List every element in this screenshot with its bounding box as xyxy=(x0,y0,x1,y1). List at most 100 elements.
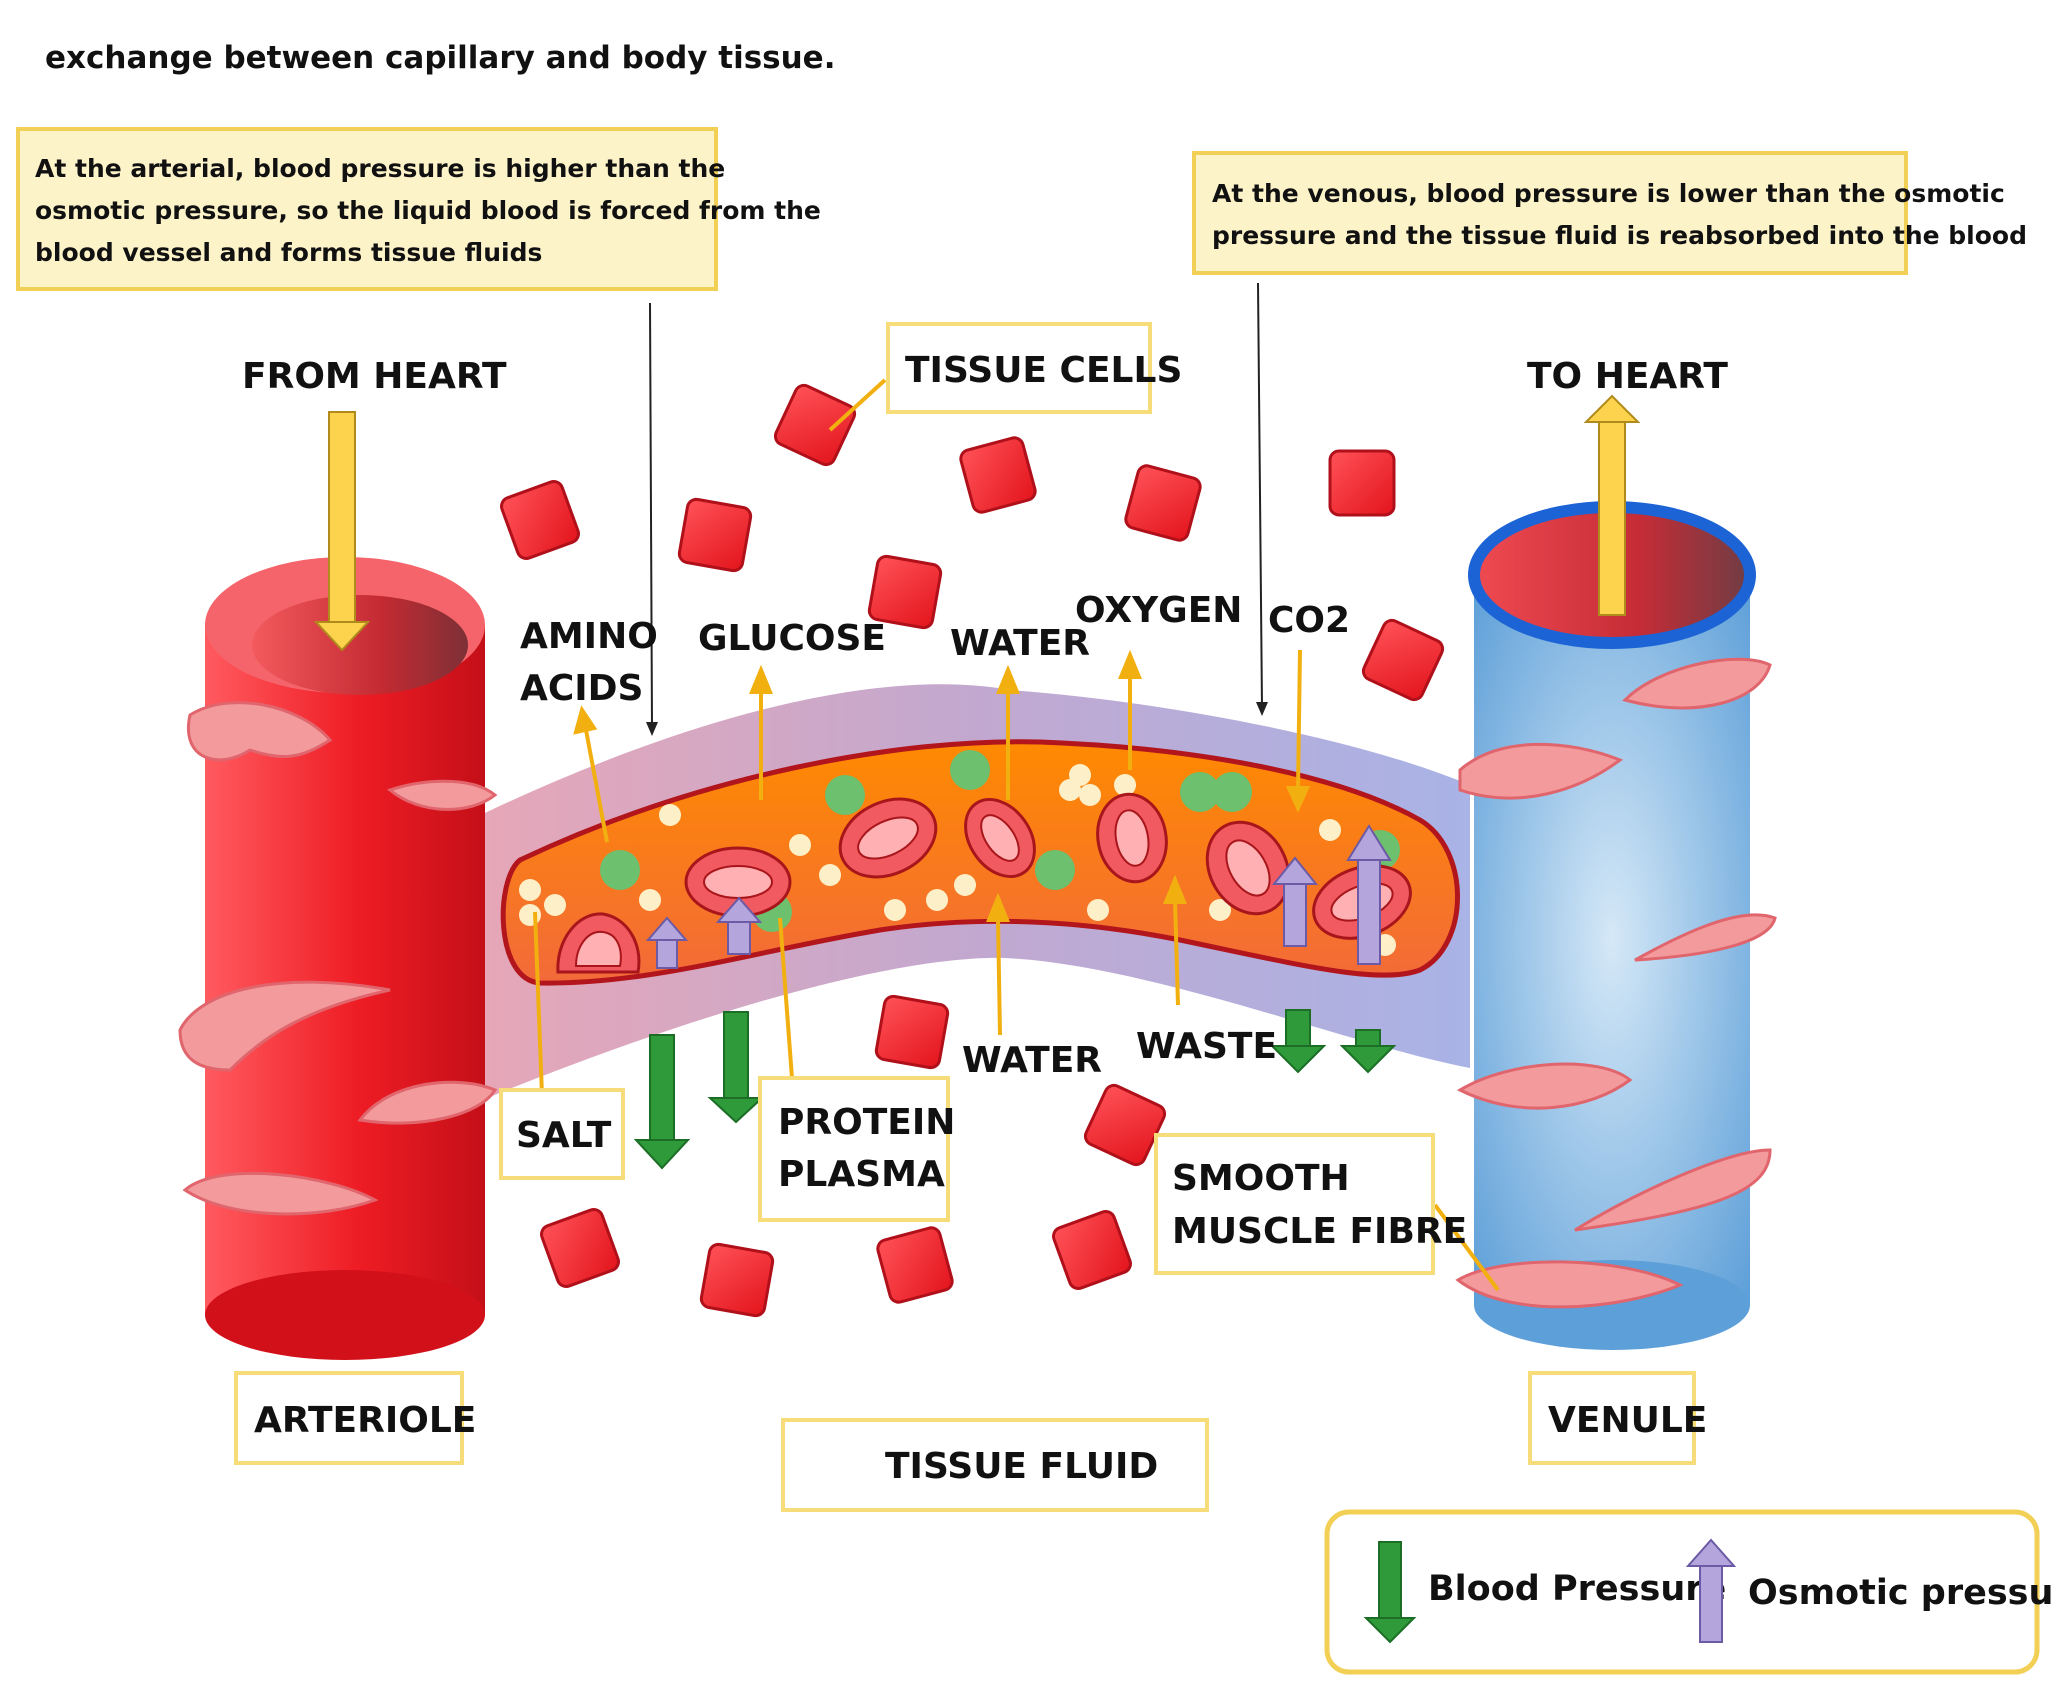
smooth-muscle-label-line-1: SMOOTH xyxy=(1172,1158,1350,1199)
tissue-cells-group xyxy=(500,383,1445,1318)
smooth-muscle-callout: SMOOTH MUSCLE FIBRE xyxy=(1154,1133,1467,1275)
osmotic-arrows xyxy=(645,824,1392,969)
protein-plasma-label-line-1: PROTEIN xyxy=(778,1102,955,1143)
protein-particle xyxy=(600,850,640,890)
venous-pointer-line xyxy=(1257,282,1263,709)
red-blood-cell xyxy=(964,798,1036,878)
flow-arrow-in xyxy=(313,411,371,652)
flow-arrow-out xyxy=(1583,394,1641,616)
salt-callout: SALT xyxy=(499,1088,625,1180)
red-blood-cell xyxy=(556,912,641,974)
to-heart-label: TO HEART xyxy=(1527,356,1728,397)
blood-pressure-arrow xyxy=(1339,1029,1397,1074)
legend: Blood Pressure Osmotic pressure xyxy=(1324,1509,2051,1675)
venous-pointer-head xyxy=(1256,702,1268,716)
tissue-cell xyxy=(876,1226,954,1304)
tissue-cells-callout: TISSUE CELLS xyxy=(886,322,1182,414)
tissue-cells-pointer xyxy=(828,378,887,432)
tissue-cell xyxy=(959,436,1037,514)
protein-plasma-label-line-2: PLASMA xyxy=(778,1154,945,1195)
oxygen-label: OXYGEN xyxy=(1075,590,1242,631)
water-in-label: WATER xyxy=(962,1040,1102,1081)
tissue-cell xyxy=(540,1208,620,1288)
arterial-pointer-head xyxy=(646,722,658,736)
tissue-cell xyxy=(500,480,580,560)
tissue-cell xyxy=(1052,1210,1132,1290)
tissue-cell xyxy=(874,994,950,1070)
salt-particle xyxy=(639,889,661,911)
red-blood-cell xyxy=(1205,820,1291,916)
osmotic-arrow xyxy=(645,916,689,969)
waste-arrow xyxy=(1173,899,1180,1006)
diagram-title: exchange between capillary and body tiss… xyxy=(45,40,836,76)
salt-particle xyxy=(1059,779,1081,801)
protein-particle xyxy=(1212,772,1252,812)
salt-arrow xyxy=(533,911,544,1096)
arteriole xyxy=(205,557,485,1360)
protein-plasma-arrow xyxy=(778,917,794,1079)
arterial-pointer-line xyxy=(649,302,653,729)
legend-osmotic-pressure-label: Osmotic pressure xyxy=(1748,1573,2051,1613)
arterial-note-line-3: blood vessel and forms tissue fluids xyxy=(35,238,542,267)
red-blood-cell xyxy=(838,797,938,879)
amino-acids-label-line-2: ACIDS xyxy=(520,668,644,709)
water-out-label: WATER xyxy=(950,623,1090,664)
salt-label: SALT xyxy=(516,1115,612,1156)
tissue-cell xyxy=(677,497,753,573)
glucose-label: GLUCOSE xyxy=(698,618,886,659)
tissue-fluid-callout: TISSUE FLUID xyxy=(781,1418,1209,1512)
osmotic-arrow xyxy=(1271,856,1319,947)
salt-particle xyxy=(519,904,541,926)
legend-blood-pressure-label: Blood Pressure xyxy=(1428,1569,1726,1609)
smooth-muscle-fibres xyxy=(178,657,1777,1309)
amino-acids-arrow xyxy=(584,729,609,843)
salt-particle xyxy=(954,874,976,896)
venule-label: VENULE xyxy=(1548,1400,1707,1441)
smooth-muscle-pointer xyxy=(1433,1203,1500,1292)
legend-blood-pressure-arrow xyxy=(1363,1541,1417,1644)
protein-particle xyxy=(1035,850,1075,890)
salt-particle xyxy=(659,804,681,826)
blood-pressure-arrow xyxy=(1269,1009,1327,1074)
arterial-note-line-1: At the arterial, blood pressure is highe… xyxy=(35,154,725,183)
salt-particle xyxy=(884,899,906,921)
legend-osmotic-arrow xyxy=(1685,1538,1737,1643)
salt-particle xyxy=(1079,784,1101,806)
substance-arrows xyxy=(533,378,1500,1292)
salt-particle xyxy=(789,834,811,856)
salt-particle xyxy=(819,864,841,886)
salt-particle xyxy=(926,889,948,911)
protein-plasma-callout: PROTEIN PLASMA xyxy=(758,1076,955,1222)
venous-note: At the venous, blood pressure is lower t… xyxy=(1192,151,2027,275)
tissue-cell xyxy=(1328,449,1396,517)
from-heart-label: FROM HEART xyxy=(242,356,507,397)
salt-particle xyxy=(544,894,566,916)
venule-callout: VENULE xyxy=(1528,1371,1707,1465)
smooth-muscle-label-line-2: MUSCLE FIBRE xyxy=(1172,1211,1467,1252)
venous-note-line-2: pressure and the tissue fluid is reabsor… xyxy=(1212,221,2027,250)
blood-pressure-arrow xyxy=(633,1034,691,1170)
tissue-cell xyxy=(1124,464,1202,542)
tissue-fluid-label: TISSUE FLUID xyxy=(885,1446,1158,1487)
red-blood-cell xyxy=(684,846,792,918)
osmotic-arrow xyxy=(715,896,763,955)
blood-pressure-arrow xyxy=(707,1011,765,1124)
protein-particle xyxy=(1180,772,1220,812)
blood-pressure-arrows xyxy=(633,1009,1397,1170)
salt-particle xyxy=(1209,899,1231,921)
co2-label: CO2 xyxy=(1268,600,1350,641)
arteriole-callout: ARTERIOLE xyxy=(234,1371,476,1465)
red-blood-cell xyxy=(1096,792,1168,884)
co2-arrow xyxy=(1296,649,1302,791)
water-in-arrow xyxy=(996,917,1002,1036)
venous-note-line-1: At the venous, blood pressure is lower t… xyxy=(1212,179,2005,208)
tissue-cell xyxy=(1361,618,1445,702)
tissue-cell xyxy=(699,1242,775,1318)
arteriole-label: ARTERIOLE xyxy=(254,1400,476,1441)
salt-particle xyxy=(519,879,541,901)
arterial-note: At the arterial, blood pressure is highe… xyxy=(16,127,821,291)
protein-particle xyxy=(950,750,990,790)
amino-acids-label-line-1: AMINO xyxy=(520,616,658,657)
arterial-note-line-2: osmotic pressure, so the liquid blood is… xyxy=(35,196,821,225)
